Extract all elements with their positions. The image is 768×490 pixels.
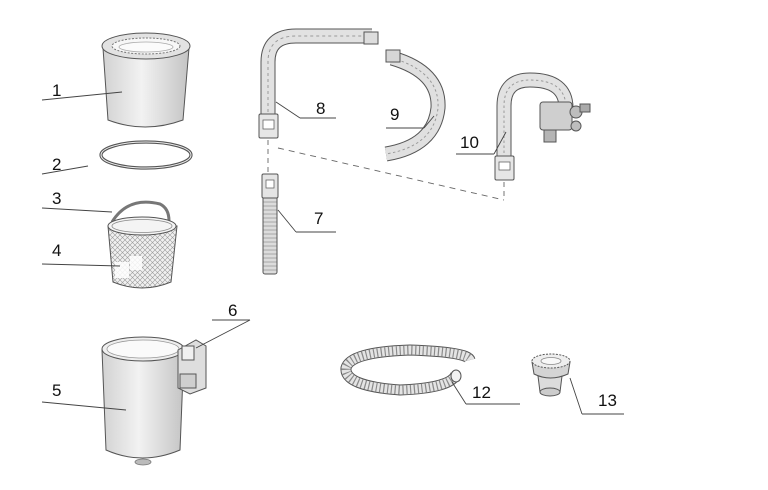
label-7: 7 <box>314 209 323 228</box>
part-1-lid <box>101 32 191 128</box>
part-9-arc-strap <box>384 49 446 162</box>
label-10: 10 <box>460 133 479 152</box>
part-labels: 1 2 3 4 5 6 7 8 9 10 12 13 <box>52 81 617 410</box>
label-13: 13 <box>598 391 617 410</box>
label-8: 8 <box>316 99 325 118</box>
leader-lines <box>41 91 624 415</box>
part-2-seal-ring <box>99 140 193 170</box>
label-1: 1 <box>52 81 61 100</box>
part-6-bracket <box>177 339 207 395</box>
label-6: 6 <box>228 301 237 320</box>
label-2: 2 <box>52 155 61 174</box>
part-4-mesh-basket <box>107 216 178 289</box>
part-8-hooked-strap <box>258 28 379 139</box>
label-9: 9 <box>390 105 399 124</box>
label-4: 4 <box>52 241 61 260</box>
part-13-knob <box>531 353 571 397</box>
part-7-straight-strap <box>261 173 279 275</box>
label-5: 5 <box>52 381 61 400</box>
part-3-basket-handle <box>110 200 171 231</box>
part-5-housing <box>101 336 185 466</box>
alignment-lines <box>267 140 505 201</box>
label-3: 3 <box>52 189 61 208</box>
part-10-strap-assembly <box>494 72 591 181</box>
part-12-hose <box>340 344 476 396</box>
label-12: 12 <box>472 383 491 402</box>
